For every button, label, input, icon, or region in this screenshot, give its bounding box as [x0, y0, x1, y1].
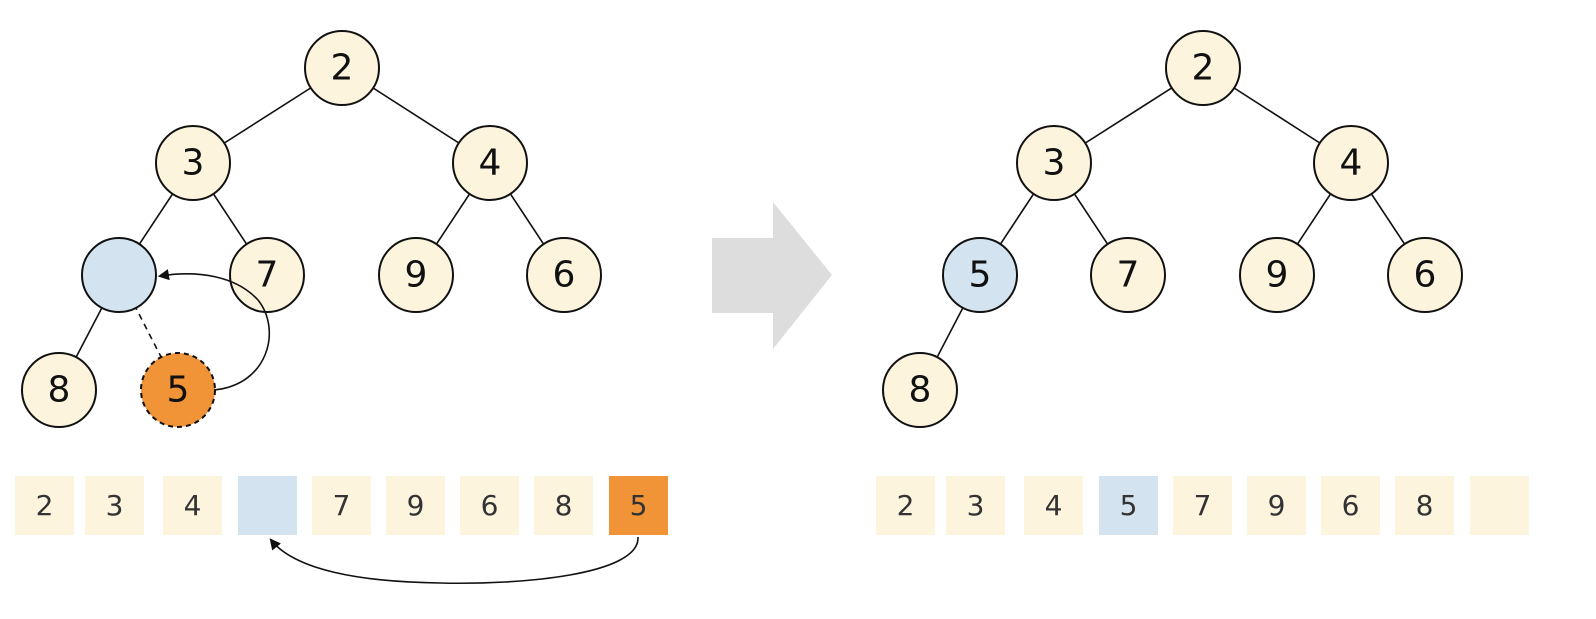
array-cell: [85, 476, 144, 535]
array-cell: [1321, 476, 1380, 535]
node-fill-normal: [882, 352, 958, 428]
array-cell-label: 4: [1045, 489, 1063, 522]
array-cell-label: 3: [106, 489, 124, 522]
node-label: 5: [969, 255, 992, 296]
array-cell-vacated: [1470, 476, 1529, 535]
array-cell-label: 6: [1342, 489, 1360, 522]
node-fill-normal: [1239, 237, 1315, 313]
node-fill-normal: [229, 237, 305, 313]
node-fill-normal: [304, 30, 380, 106]
array-cell: [15, 476, 74, 535]
node-label: 2: [1192, 48, 1215, 89]
tree-node-filled: 5: [942, 237, 1018, 313]
tree-node: 4: [452, 125, 528, 201]
node-label: 5: [167, 370, 190, 411]
array-cell: [1395, 476, 1454, 535]
array-cell-label: 7: [1194, 489, 1212, 522]
tree-node: 3: [155, 125, 231, 201]
node-label: 4: [479, 143, 502, 184]
node-label: 4: [1340, 143, 1363, 184]
node-label: 3: [1043, 143, 1066, 184]
array-cell: [534, 476, 593, 535]
array-cell-label: 8: [1416, 489, 1434, 522]
tree-node: 4: [1313, 125, 1389, 201]
array-cell: [386, 476, 445, 535]
array-before: 2 3 4 7 9 6 8 5: [15, 476, 668, 585]
array-cell-label: 8: [555, 489, 573, 522]
array-cell: [876, 476, 935, 535]
node-fill-normal: [452, 125, 528, 201]
node-fill-normal: [1387, 237, 1463, 313]
node-fill-normal: [1016, 125, 1092, 201]
node-label: 8: [48, 370, 71, 411]
array-cell-empty: [238, 476, 297, 535]
node-label: 6: [553, 255, 576, 296]
node-label: 9: [405, 255, 428, 296]
tree-after: 2 3 4 5 7 9 6 8: [882, 30, 1463, 428]
array-cell-label: 5: [1120, 489, 1138, 522]
array-cell: [163, 476, 222, 535]
node-fill-empty: [81, 237, 157, 313]
node-fill-normal: [155, 125, 231, 201]
tree-node: 6: [526, 237, 602, 313]
tree-node: 9: [378, 237, 454, 313]
node-fill-normal: [378, 237, 454, 313]
tree-node-moving: 5: [140, 352, 216, 428]
array-cell: [460, 476, 519, 535]
array-cell-label: 2: [897, 489, 915, 522]
node-label: 3: [182, 143, 205, 184]
array-cell: [1247, 476, 1306, 535]
array-cell-label: 6: [481, 489, 499, 522]
tree-node: 7: [1090, 237, 1166, 313]
array-cell-moving: [609, 476, 668, 535]
array-cell-label: 5: [630, 489, 648, 522]
node-fill-normal: [21, 352, 97, 428]
tree-node: 8: [882, 352, 958, 428]
node-label: 9: [1266, 255, 1289, 296]
node-fill-normal: [526, 237, 602, 313]
node-label: 2: [331, 48, 354, 89]
move-arrow-array: [269, 536, 639, 585]
node-fill-normal: [1313, 125, 1389, 201]
move-arrow-tree: [157, 269, 271, 391]
node-label: 8: [909, 370, 932, 411]
tree-node: 6: [1387, 237, 1463, 313]
array-cell-label: 7: [333, 489, 351, 522]
array-cell-label: 9: [407, 489, 425, 522]
tree-node: 7: [229, 237, 305, 313]
node-label: 7: [256, 255, 279, 296]
tree-node-empty: [81, 237, 157, 313]
tree-node: 8: [21, 352, 97, 428]
node-label: 6: [1414, 255, 1437, 296]
array-cell-filled: [1099, 476, 1158, 535]
node-fill-normal: [1165, 30, 1241, 106]
right-arrow-icon: [712, 202, 832, 349]
tree-node: 2: [1165, 30, 1241, 106]
node-label: 7: [1117, 255, 1140, 296]
node-fill-empty: [942, 237, 1018, 313]
array-cell: [312, 476, 371, 535]
array-cell: [946, 476, 1005, 535]
node-fill-normal: [1090, 237, 1166, 313]
array-cell-label: 4: [184, 489, 202, 522]
array-after: 2 3 4 5 7 9 6 8: [876, 476, 1529, 535]
array-cell: [1024, 476, 1083, 535]
array-cell-label: 3: [967, 489, 985, 522]
tree-node: 9: [1239, 237, 1315, 313]
array-cell-label: 9: [1268, 489, 1286, 522]
tree-node: 3: [1016, 125, 1092, 201]
tree-node: 2: [304, 30, 380, 106]
array-cell-label: 2: [36, 489, 54, 522]
tree-before: 2 3 4 7 9 6 8 5: [21, 30, 602, 428]
array-cell: [1173, 476, 1232, 535]
